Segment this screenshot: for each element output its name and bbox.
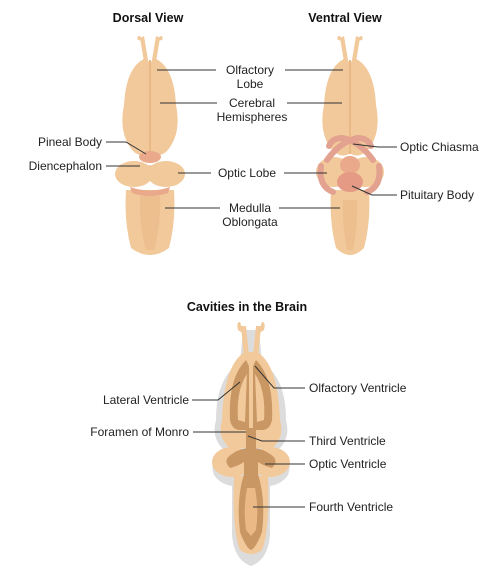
label-third-ventricle: Third Ventricle: [309, 434, 386, 448]
label-diencephalon: Diencephalon: [29, 159, 102, 173]
label-olfactory-ventricle: Olfactory Ventricle: [309, 381, 407, 395]
label-fourth-ventricle: Fourth Ventricle: [309, 500, 393, 514]
ventral-view-title: Ventral View: [308, 11, 382, 25]
label-medulla-oblongata-2: Oblongata: [222, 215, 278, 229]
labels: Olfactory Lobe Cerebral Hemispheres Pine…: [29, 63, 479, 514]
label-pituitary-body: Pituitary Body: [400, 188, 474, 202]
cavities-brain: [212, 322, 290, 566]
label-lateral-ventricle: Lateral Ventricle: [103, 393, 189, 407]
ventral-brain: [316, 36, 384, 255]
cavities-title: Cavities in the Brain: [187, 300, 307, 314]
label-olfactory-lobe-1: Olfactory: [226, 63, 274, 77]
label-cerebral-hemispheres-2: Hemispheres: [217, 110, 288, 124]
label-optic-lobe: Optic Lobe: [218, 166, 276, 180]
dorsal-view-title: Dorsal View: [113, 11, 184, 25]
label-foramen-of-monro: Foramen of Monro: [90, 425, 189, 439]
label-cerebral-hemispheres-1: Cerebral: [229, 96, 275, 110]
label-optic-chiasma: Optic Chiasma: [400, 140, 479, 154]
leader-lines: [106, 69, 397, 508]
dorsal-brain: [115, 36, 185, 255]
label-medulla-oblongata-1: Medulla: [229, 201, 271, 215]
label-olfactory-lobe-2: Lobe: [237, 77, 264, 91]
label-optic-ventricle: Optic Ventricle: [309, 457, 387, 471]
label-pineal-body: Pineal Body: [38, 135, 102, 149]
